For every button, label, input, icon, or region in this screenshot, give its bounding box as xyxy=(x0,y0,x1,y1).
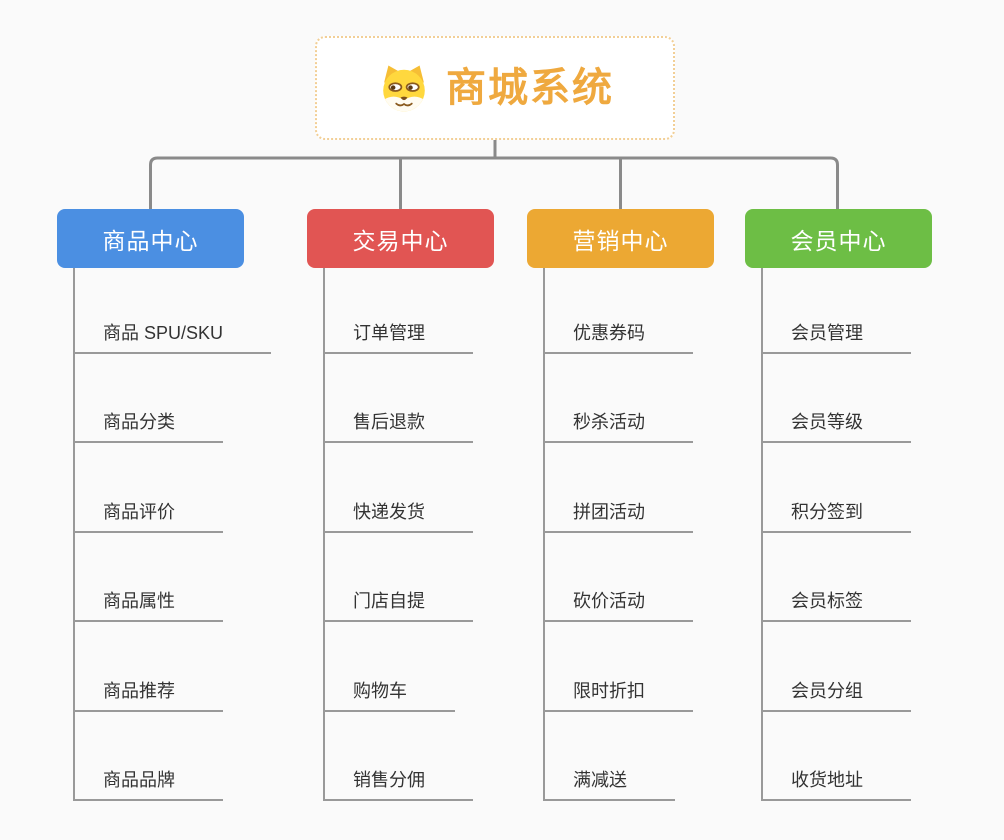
child-node[interactable]: 快递发货 xyxy=(323,500,473,533)
branch-label: 交易中心 xyxy=(352,227,449,254)
child-node[interactable]: 会员等级 xyxy=(761,410,911,443)
child-node[interactable]: 商品属性 xyxy=(73,589,223,622)
root-node[interactable]: 商城系统 xyxy=(315,36,675,140)
branch-label: 营销中心 xyxy=(572,227,669,254)
child-node[interactable]: 优惠券码 xyxy=(543,321,693,354)
child-node[interactable]: 会员标签 xyxy=(761,589,911,622)
child-node[interactable]: 限时折扣 xyxy=(543,679,693,712)
child-node[interactable]: 满减送 xyxy=(543,768,675,801)
child-node[interactable]: 积分签到 xyxy=(761,500,911,533)
child-node[interactable]: 拼团活动 xyxy=(543,500,693,533)
child-node[interactable]: 砍价活动 xyxy=(543,589,693,622)
child-node[interactable]: 购物车 xyxy=(323,679,455,712)
child-node[interactable]: 商品分类 xyxy=(73,410,223,443)
branch-label: 商品中心 xyxy=(102,227,199,254)
branch-label: 会员中心 xyxy=(790,227,887,254)
child-node[interactable]: 收货地址 xyxy=(761,768,911,801)
child-node[interactable]: 商品 SPU/SKU xyxy=(73,321,272,354)
child-node[interactable]: 商品品牌 xyxy=(73,768,223,801)
child-node[interactable]: 商品推荐 xyxy=(73,679,223,712)
child-node[interactable]: 订单管理 xyxy=(323,321,473,354)
child-node[interactable]: 售后退款 xyxy=(323,410,473,443)
child-node[interactable]: 秒杀活动 xyxy=(543,410,693,443)
branch-node-marketing-center[interactable]: 营销中心 xyxy=(527,209,714,268)
dog-face-icon xyxy=(383,65,425,112)
child-node[interactable]: 商品评价 xyxy=(73,500,223,533)
child-node[interactable]: 会员管理 xyxy=(761,321,911,354)
child-node[interactable]: 门店自提 xyxy=(323,589,473,622)
branch-node-member-center[interactable]: 会员中心 xyxy=(745,209,932,268)
branch-node-trade-center[interactable]: 交易中心 xyxy=(307,209,494,268)
child-node[interactable]: 会员分组 xyxy=(761,679,911,712)
branch-node-product-center[interactable]: 商品中心 xyxy=(57,209,244,268)
child-node[interactable]: 销售分佣 xyxy=(323,768,473,801)
root-title: 商城系统 xyxy=(446,66,614,110)
